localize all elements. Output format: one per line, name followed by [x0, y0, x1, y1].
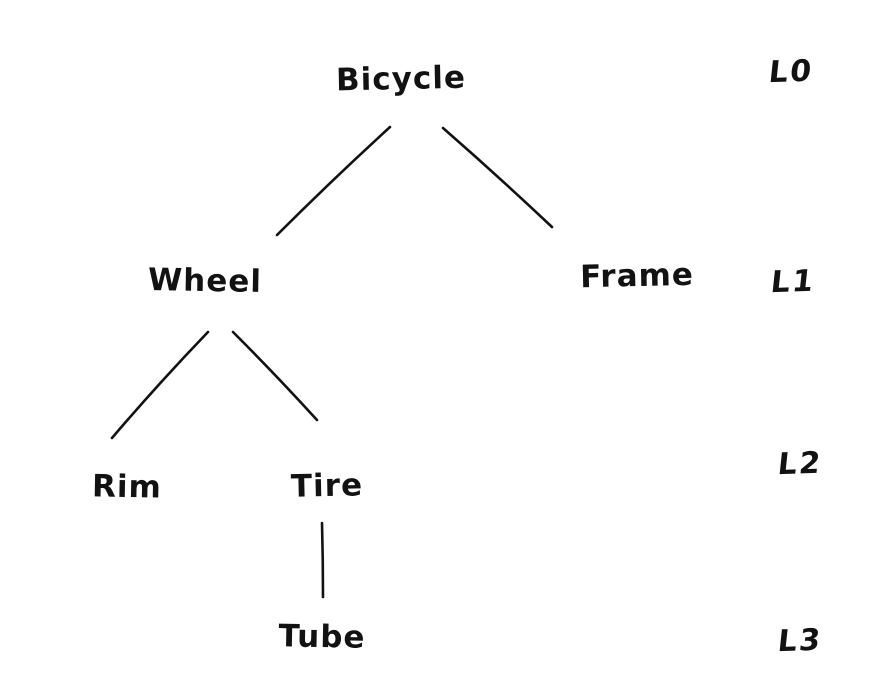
node-tire: Tire: [290, 467, 364, 505]
edge-wheel-rim: [110, 330, 210, 440]
edge-bicycle-frame: [441, 126, 554, 229]
level-label-l3: L3: [776, 622, 824, 660]
level-label-l0: L0: [767, 53, 815, 91]
edge-tire-tube: [320, 521, 325, 599]
node-rim: Rim: [91, 468, 163, 506]
node-wheel: Wheel: [147, 262, 263, 300]
edge-bicycle-wheel: [275, 125, 392, 237]
node-tube: Tube: [278, 618, 366, 656]
node-frame: Frame: [579, 256, 695, 296]
edge-wheel-tire: [231, 330, 319, 422]
level-label-l1: L1: [769, 263, 817, 301]
level-label-l2: L2: [776, 445, 824, 483]
node-bicycle: Bicycle: [335, 59, 467, 99]
